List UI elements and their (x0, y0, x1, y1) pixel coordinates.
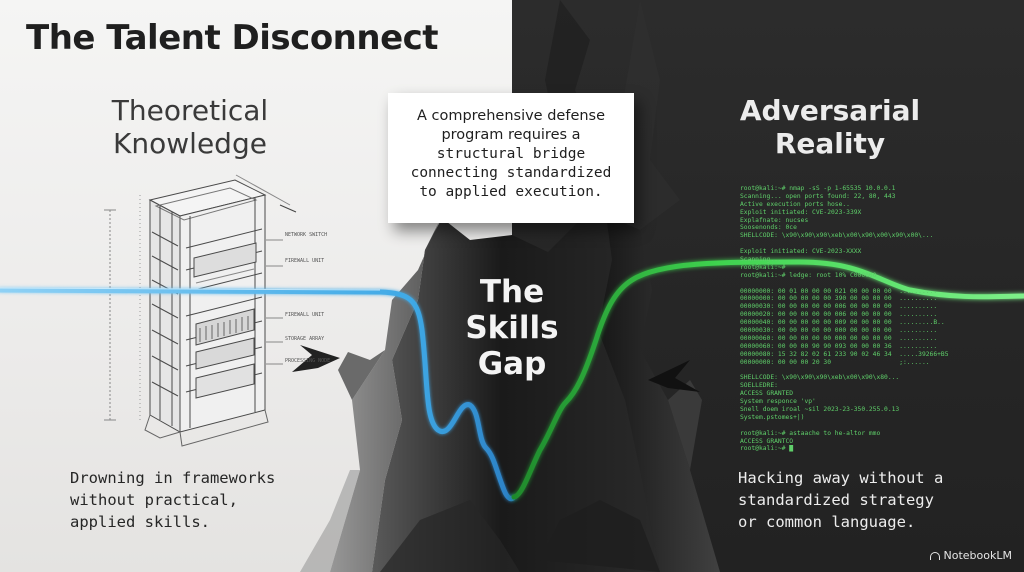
left-heading-line: Theoretical (111, 94, 269, 127)
right-caption-line: or common language. (738, 513, 916, 531)
right-cliff (598, 215, 720, 572)
terminal-line: 00000040: 00 00 00 00 00 009 00 00 00 00… (740, 319, 945, 327)
terminal-line: System.pstomes+|) (740, 413, 805, 421)
right-caption: Hacking away without a standardized stra… (738, 467, 943, 533)
terminal-line: Exploit initiated: CVE-2023-XXXX (740, 248, 862, 256)
terminal-line: root@kali:~# (740, 263, 786, 271)
page-title: The Talent Disconnect (26, 18, 439, 58)
terminal-line: SHELLCODE: \x90\x90\x90\xeb\x00\x90\x80.… (740, 374, 900, 382)
chasm (372, 215, 660, 572)
server-rack-illustration (104, 174, 297, 447)
callout-line: A comprehensive defense (416, 108, 606, 124)
gap-line: Skills (465, 310, 559, 346)
rack-label: FIREWALL UNIT (285, 312, 325, 318)
terminal-line: Active execution ports hose.. (740, 200, 850, 208)
terminal-line: 00000060: 00 00 00 00 00 000 00 00 00 00… (740, 334, 938, 342)
gap-line: The (479, 274, 545, 310)
right-heading-line: Adversarial (739, 94, 921, 127)
terminal-line: Scanning... open ports found: 22, 80, 44… (740, 192, 896, 200)
terminal-line: System responce 'vp' (740, 398, 816, 406)
terminal-line: Snell doem iroal ~sil 2023-23-350.255.0.… (740, 405, 900, 413)
gap-line: Gap (477, 346, 547, 382)
callout-line: structural bridge (436, 146, 586, 162)
left-caption: Drowning in frameworks without practical… (70, 467, 275, 533)
terminal-line: 00000060: 00 00 00 90 90 093 00 00 00 36… (740, 342, 938, 350)
terminal-line: 00000080: 15 32 82 02 61 233 90 02 46 34… (740, 350, 949, 358)
terminal-line: ACCESS GRANTCO (740, 437, 794, 445)
rack-label: NETWORK SWITCH (285, 232, 328, 238)
left-cliff (330, 220, 440, 572)
terminal-line: root@kali:~# nmap -sS -p 1-65535 10.0.0.… (740, 185, 896, 192)
notebooklm-icon (929, 552, 940, 560)
rack-label: PROCESSING NODE (285, 358, 331, 364)
callout-line: to applied execution. (419, 184, 603, 200)
terminal-output: root@kali:~# nmap -sS -p 1-65535 10.0.0.… (740, 185, 980, 453)
terminal-line: Exploit initiated: CVE-2023-339X (740, 208, 862, 216)
terminal-line: root@kali:~# astaache to he-altor mmo (740, 429, 881, 437)
terminal-line: 00000000: 00 00 00 00 00 390 00 00 00 00… (740, 295, 938, 303)
terminal-line: 00000030: 00 00 00 00 00 000 00 00 00 00… (740, 327, 938, 335)
left-caption-line: without practical, (70, 491, 238, 509)
terminal-line: 00000000: 00 00 00 20 30 ;:...... (740, 358, 930, 366)
terminal-line: root@kali:~# █ (740, 445, 794, 453)
terminal-line: ACCESS GRANTED (740, 390, 794, 398)
terminal-line (740, 422, 980, 430)
callout-card: A comprehensive defense program requires… (388, 93, 634, 223)
skills-gap-label: The Skills Gap (452, 274, 572, 382)
left-caption-line: Drowning in frameworks (70, 469, 276, 487)
terminal-line: 00000000: 00 01 00 00 00 021 00 00 00 00… (740, 287, 938, 295)
terminal-line: root@kali:~# ledge: root 10% C000000 (740, 271, 877, 279)
terminal-line: SOELLEDRE: (740, 382, 778, 390)
brand-watermark: NotebookLM (929, 549, 1012, 562)
right-caption-line: standardized strategy (738, 491, 934, 509)
left-heading-line: Knowledge (113, 127, 267, 160)
terminal-line (740, 240, 980, 248)
rack-label: FIREWALL UNIT (285, 258, 325, 264)
terminal-line: 00000030: 00 00 00 00 00 006 00 00 00 00… (740, 303, 938, 311)
terminal-line: 00000020: 00 00 00 00 00 006 00 00 00 00… (740, 311, 938, 319)
rack-label: STORAGE ARRAY (285, 336, 325, 342)
left-crack (292, 345, 340, 372)
terminal-line: Explafnate: nucses (740, 216, 809, 224)
terminal-line: SHELLCODE: \x90\x90\x90\xeb\x00\x90\x00\… (740, 232, 934, 240)
brand-label: NotebookLM (943, 549, 1012, 562)
left-caption-line: applied skills. (70, 513, 210, 531)
right-heading-line: Reality (774, 127, 886, 160)
left-heading: Theoretical Knowledge (80, 94, 300, 160)
right-crack (648, 360, 700, 392)
right-caption-line: Hacking away without a (738, 469, 944, 487)
green-cable (511, 259, 1024, 500)
terminal-line: Scanning... (740, 256, 782, 264)
terminal-line (740, 280, 980, 288)
terminal-line (740, 366, 980, 374)
callout-line: connecting standardized (410, 165, 612, 181)
terminal-line: Soosenonds: 0ce (740, 224, 797, 232)
right-heading: Adversarial Reality (720, 94, 940, 160)
callout-line: program requires a (441, 127, 581, 143)
blue-cable (0, 287, 517, 502)
